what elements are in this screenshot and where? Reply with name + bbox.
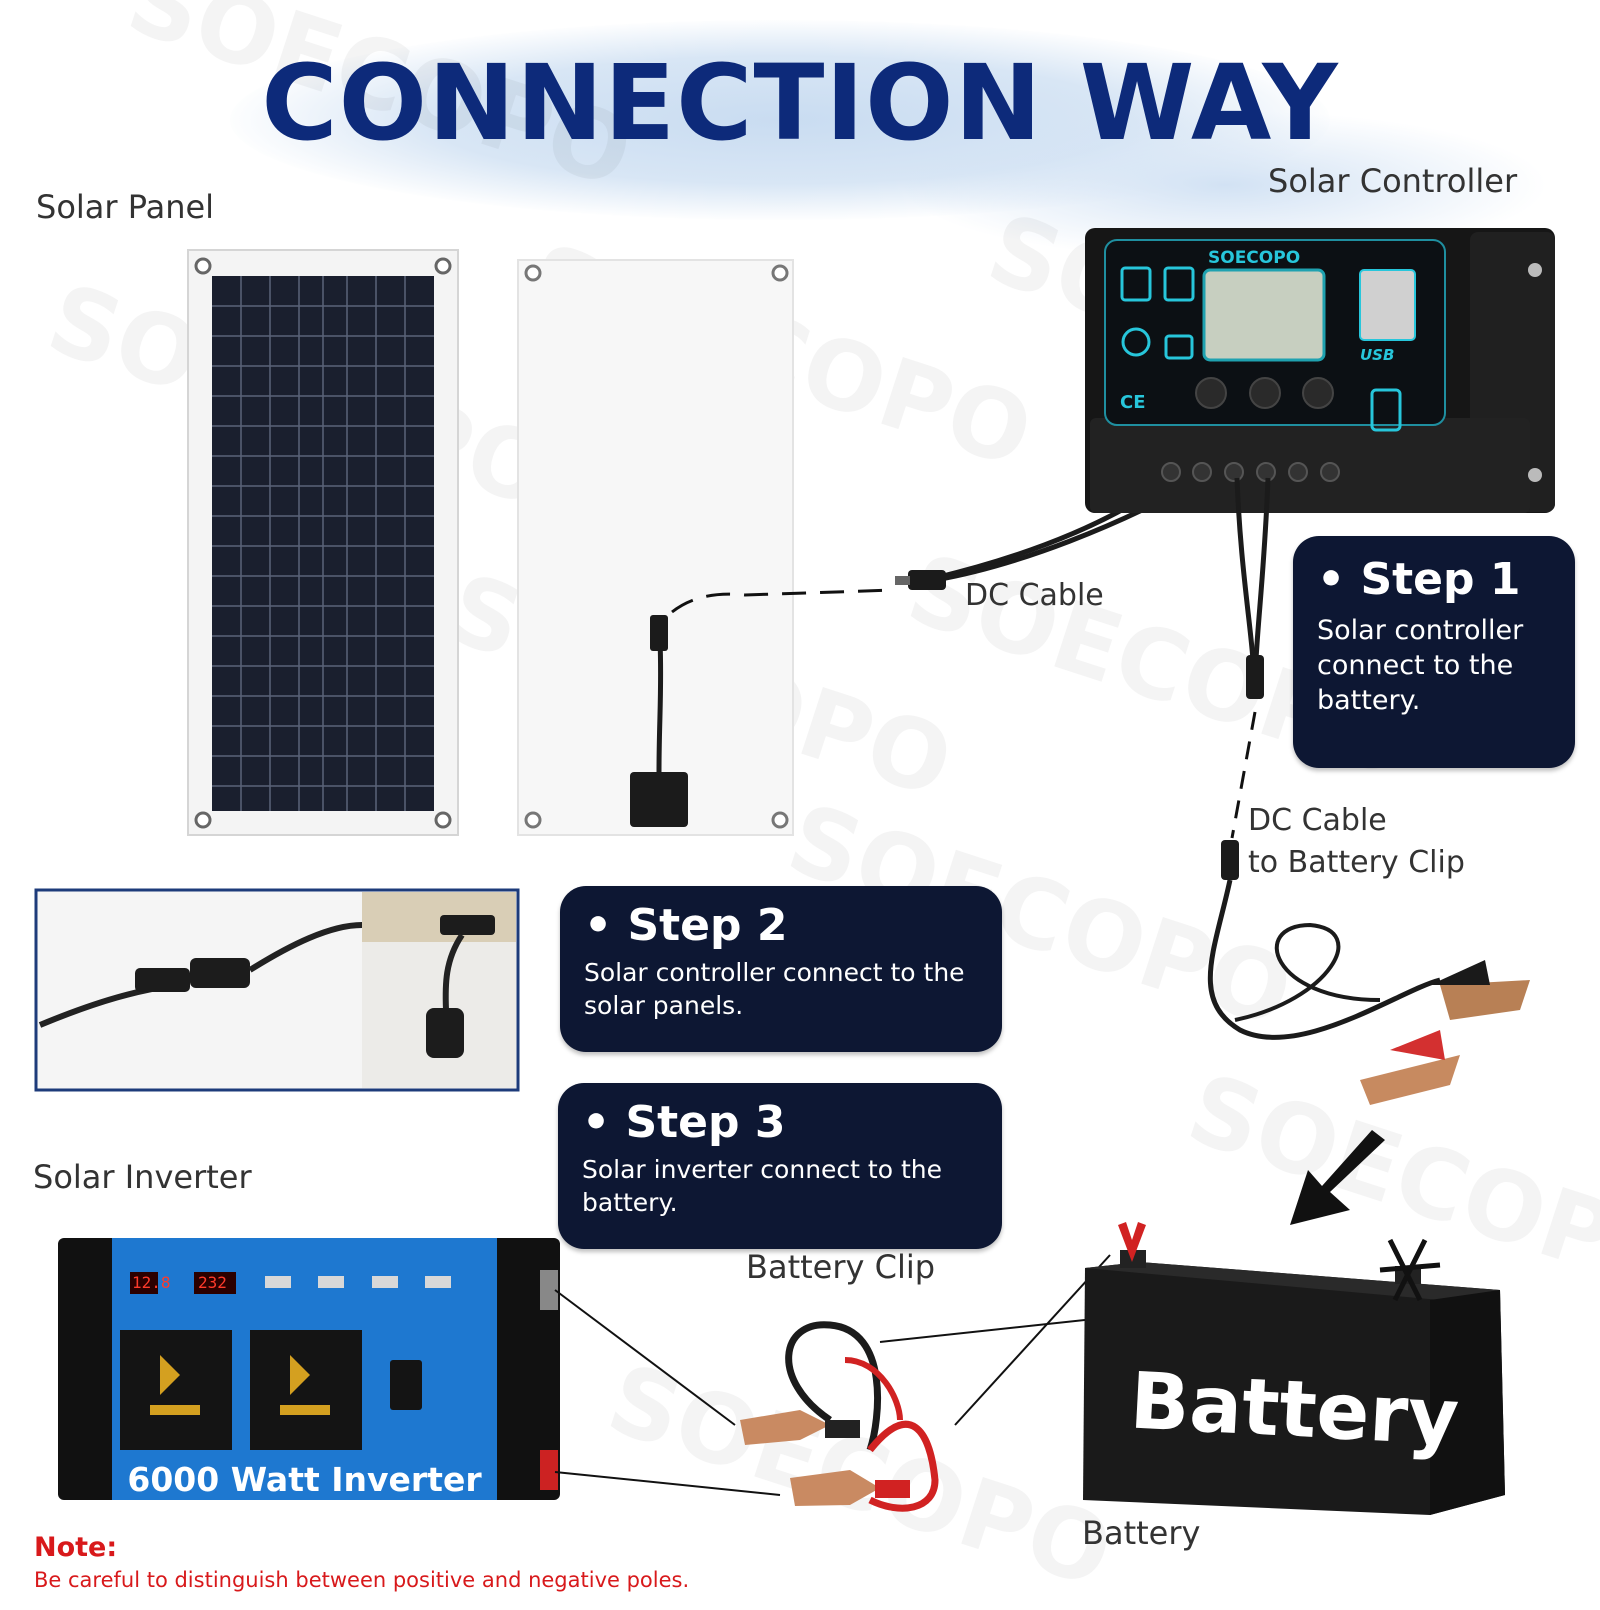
page-title: CONNECTION WAY: [261, 42, 1339, 164]
step-3-text: Solar inverter connect to the battery.: [582, 1155, 942, 1217]
step-2-title: • Step 2: [584, 900, 788, 951]
step-3-box: • Step 3 Solar inverter connect to the b…: [558, 1083, 1002, 1249]
solar-controller-label: Solar Controller: [1268, 162, 1518, 200]
step-1-title: • Step 1: [1317, 554, 1521, 605]
solar-panel-label: Solar Panel: [36, 188, 215, 226]
dc-cable-battery-image: [1207, 477, 1530, 1105]
solar-inverter-image: [58, 1238, 560, 1500]
inverter-display-voltage: 12.8: [132, 1273, 171, 1292]
solar-panel-back-image: [517, 259, 896, 836]
dc-cable-battery-label-line2: to Battery Clip: [1248, 845, 1465, 880]
solar-inverter-label: Solar Inverter: [33, 1158, 252, 1196]
note-text: Be careful to distinguish between positi…: [34, 1568, 690, 1592]
step-3-title: • Step 3: [582, 1097, 786, 1148]
battery-image: [1083, 1222, 1505, 1515]
clip-to-battery-wire-positive: [954, 1254, 1111, 1426]
solar-panel-image: [187, 249, 459, 836]
controller-ce-mark: CE: [1120, 392, 1146, 413]
connector-photo: [34, 888, 520, 1092]
battery-label: Battery: [1082, 1514, 1201, 1552]
step-2-text: Solar controller connect to the solar pa…: [584, 958, 965, 1020]
arrow-icon: [1290, 1130, 1385, 1225]
inverter-display-output: 232: [198, 1273, 227, 1292]
step-1-text: Solar controller connect to the battery.: [1317, 615, 1524, 717]
step-2-box: • Step 2 Solar controller connect to the…: [560, 886, 1002, 1052]
inverter-positive-wire: [554, 1471, 781, 1496]
inverter-label: 6000 Watt Inverter: [127, 1460, 482, 1499]
dc-cable-battery-label: DC Cable to Battery Clip: [1248, 800, 1465, 884]
battery-body-text: Battery: [1127, 1356, 1462, 1464]
note-title: Note:: [34, 1532, 118, 1563]
dc-cable-label: DC Cable: [965, 578, 1104, 613]
step-1-box: • Step 1 Solar controller connect to the…: [1293, 536, 1575, 768]
battery-clip-image: [740, 1321, 939, 1512]
battery-clip-label: Battery Clip: [746, 1248, 936, 1286]
controller-brand: SOECOPO: [1208, 248, 1301, 268]
inverter-negative-wire: [554, 1289, 736, 1426]
controller-usb-label: USB: [1360, 346, 1395, 364]
solar-controller-image: [1085, 228, 1555, 513]
dc-cable-battery-label-line1: DC Cable: [1248, 803, 1387, 838]
